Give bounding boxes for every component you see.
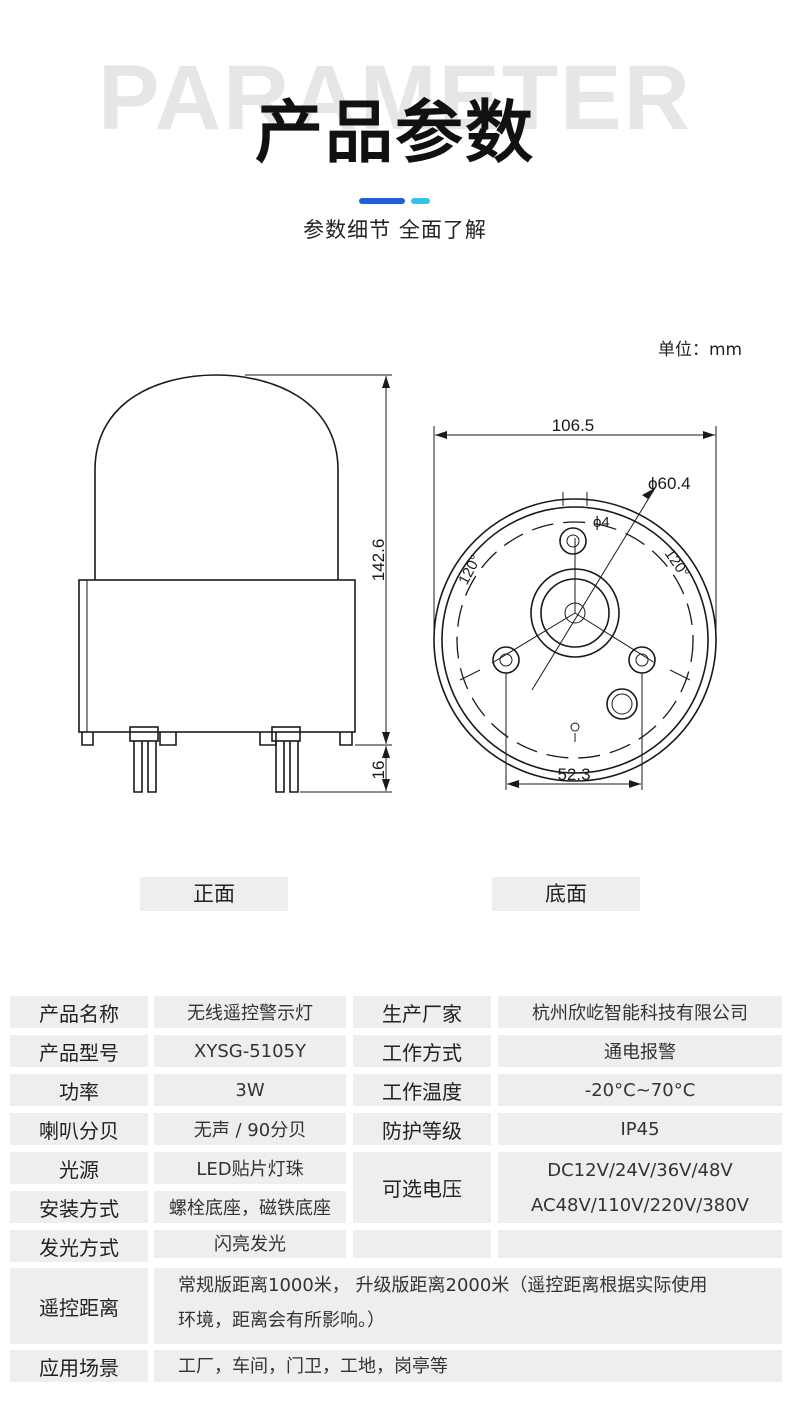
dim-height-total: 142.6 bbox=[369, 539, 388, 582]
product-name-label: 产品名称 bbox=[10, 996, 148, 1028]
scene-label: 应用场景 bbox=[10, 1350, 148, 1382]
page-title: 产品参数 bbox=[254, 94, 535, 173]
temp-value: -20°C~70°C bbox=[498, 1074, 782, 1106]
voltage-value: DC12V/24V/36V/48V AC48V/110V/220V/380V bbox=[498, 1152, 782, 1223]
voltage-label: 可选电压 bbox=[353, 1152, 491, 1223]
bottom-view-label: 底面 bbox=[492, 877, 640, 911]
remote-distance-value: 常规版距离1000米， 升级版距离2000米（遥控距离根据实际使用 环境，距离会… bbox=[154, 1268, 782, 1344]
emit-value: 闪亮发光 bbox=[154, 1230, 346, 1258]
unit-label: 单位：mm bbox=[658, 340, 743, 360]
remote-distance-line-2: 环境，距离会有所影响。） bbox=[178, 1310, 385, 1331]
front-view-outline bbox=[78, 374, 356, 793]
light-source-value: LED贴片灯珠 bbox=[154, 1152, 346, 1184]
technical-drawing: 142.6 16 106.5 ϕ60.4 ϕ4 120° 120° 52.3 bbox=[78, 374, 717, 793]
protection-value: IP45 bbox=[498, 1113, 782, 1145]
protection-label: 防护等级 bbox=[353, 1113, 491, 1145]
product-name-value: 无线遥控警示灯 bbox=[154, 996, 346, 1028]
dim-diameter: ϕ60.4 bbox=[648, 474, 691, 493]
empty-cell-label bbox=[353, 1230, 491, 1258]
dim-width-total: 106.5 bbox=[552, 416, 595, 435]
scene-value: 工厂，车间，门卫，工地，岗亭等 bbox=[154, 1350, 782, 1382]
work-mode-label: 工作方式 bbox=[353, 1035, 491, 1067]
light-source-label: 光源 bbox=[10, 1152, 148, 1184]
model-label: 产品型号 bbox=[10, 1035, 148, 1067]
emit-label: 发光方式 bbox=[10, 1230, 148, 1262]
remote-distance-label: 遥控距离 bbox=[10, 1268, 148, 1344]
empty-cell-value bbox=[498, 1230, 782, 1258]
power-value: 3W bbox=[154, 1074, 346, 1106]
background-watermark-word: PARAMETER bbox=[98, 47, 692, 149]
dim-height-pins: 16 bbox=[369, 761, 388, 780]
install-value: 螺栓底座，磁铁底座 bbox=[154, 1191, 346, 1223]
work-mode-value: 通电报警 bbox=[498, 1035, 782, 1067]
manufacturer-value: 杭州欣屹智能科技有限公司 bbox=[498, 996, 782, 1028]
front-view-label: 正面 bbox=[140, 877, 288, 911]
accent-bar-blue bbox=[359, 198, 405, 204]
voltage-value-dc: DC12V/24V/36V/48V bbox=[547, 1159, 733, 1181]
install-label: 安装方式 bbox=[10, 1191, 148, 1223]
dim-hole: ϕ4 bbox=[593, 514, 610, 531]
horn-value: 无声 / 90分贝 bbox=[154, 1113, 346, 1145]
model-value: XYSG-5105Y bbox=[154, 1035, 346, 1067]
horn-label: 喇叭分贝 bbox=[10, 1113, 148, 1145]
page-subtitle: 参数细节 全面了解 bbox=[303, 218, 487, 242]
voltage-value-ac: AC48V/110V/220V/380V bbox=[531, 1194, 749, 1216]
dim-width-inner: 52.3 bbox=[557, 765, 590, 784]
bottom-view-outline bbox=[433, 487, 717, 782]
accent-bar-cyan bbox=[411, 198, 430, 204]
temp-label: 工作温度 bbox=[353, 1074, 491, 1106]
remote-distance-line-1: 常规版距离1000米， 升级版距离2000米（遥控距离根据实际使用 bbox=[178, 1275, 708, 1296]
power-label: 功率 bbox=[10, 1074, 148, 1106]
manufacturer-label: 生产厂家 bbox=[353, 996, 491, 1028]
